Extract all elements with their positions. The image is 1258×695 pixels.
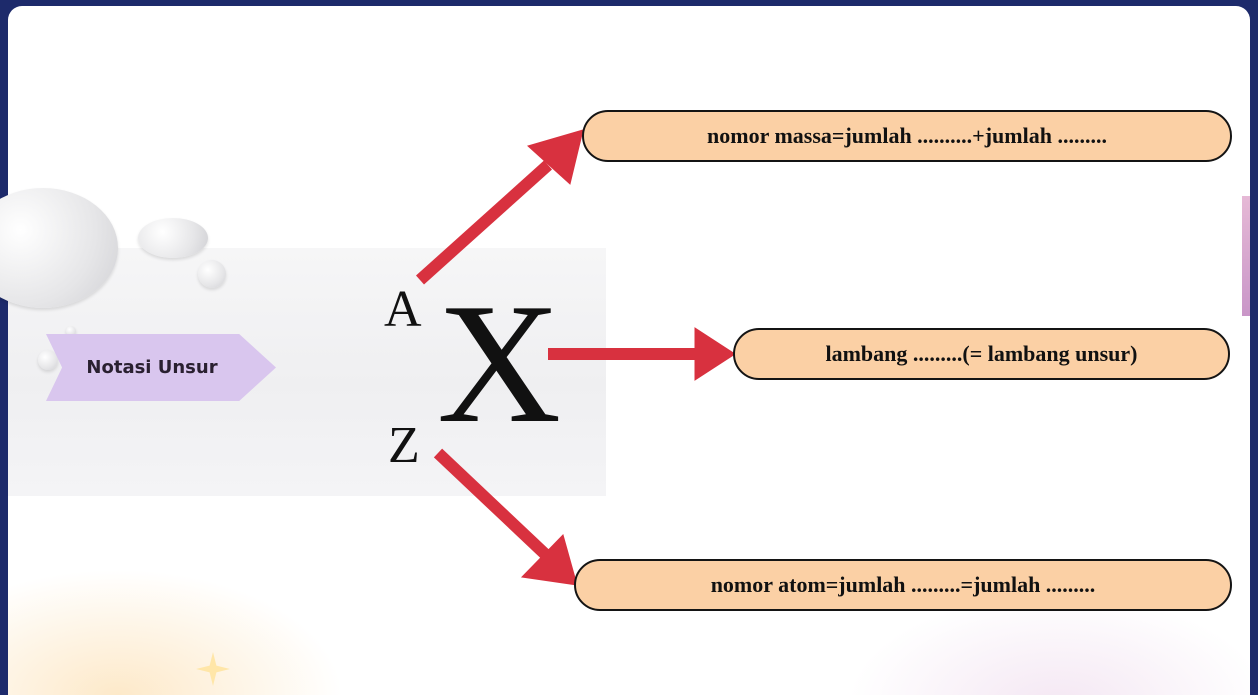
arrow-to-atomic-number [433,448,551,560]
label-text: Notasi Unsur [86,357,218,378]
arrow-head-icon [694,327,736,381]
edge-decoration [1242,196,1250,316]
bubble-decoration [38,350,58,370]
bubble-decoration [66,326,76,336]
element-symbol: X [437,269,562,459]
arrow-head-icon [527,129,584,185]
decorative-bubble-panel [0,188,606,496]
mass-number-box: nomor massa=jumlah ..........+jumlah ...… [582,110,1232,162]
mass-number-symbol: A [384,281,422,338]
bubble-decoration [198,260,226,288]
atomic-number-symbol: Z [388,417,420,474]
bubble-decoration [0,188,118,308]
atomic-number-box: nomor atom=jumlah .........=jumlah .....… [574,559,1232,611]
arrow-to-mass-number [415,160,553,285]
element-symbol-box: lambang .........(= lambang unsur) [733,328,1230,380]
arrow-head-icon [520,534,578,586]
bubble-decoration [138,218,208,258]
notasi-unsur-label: Notasi Unsur [46,334,276,401]
